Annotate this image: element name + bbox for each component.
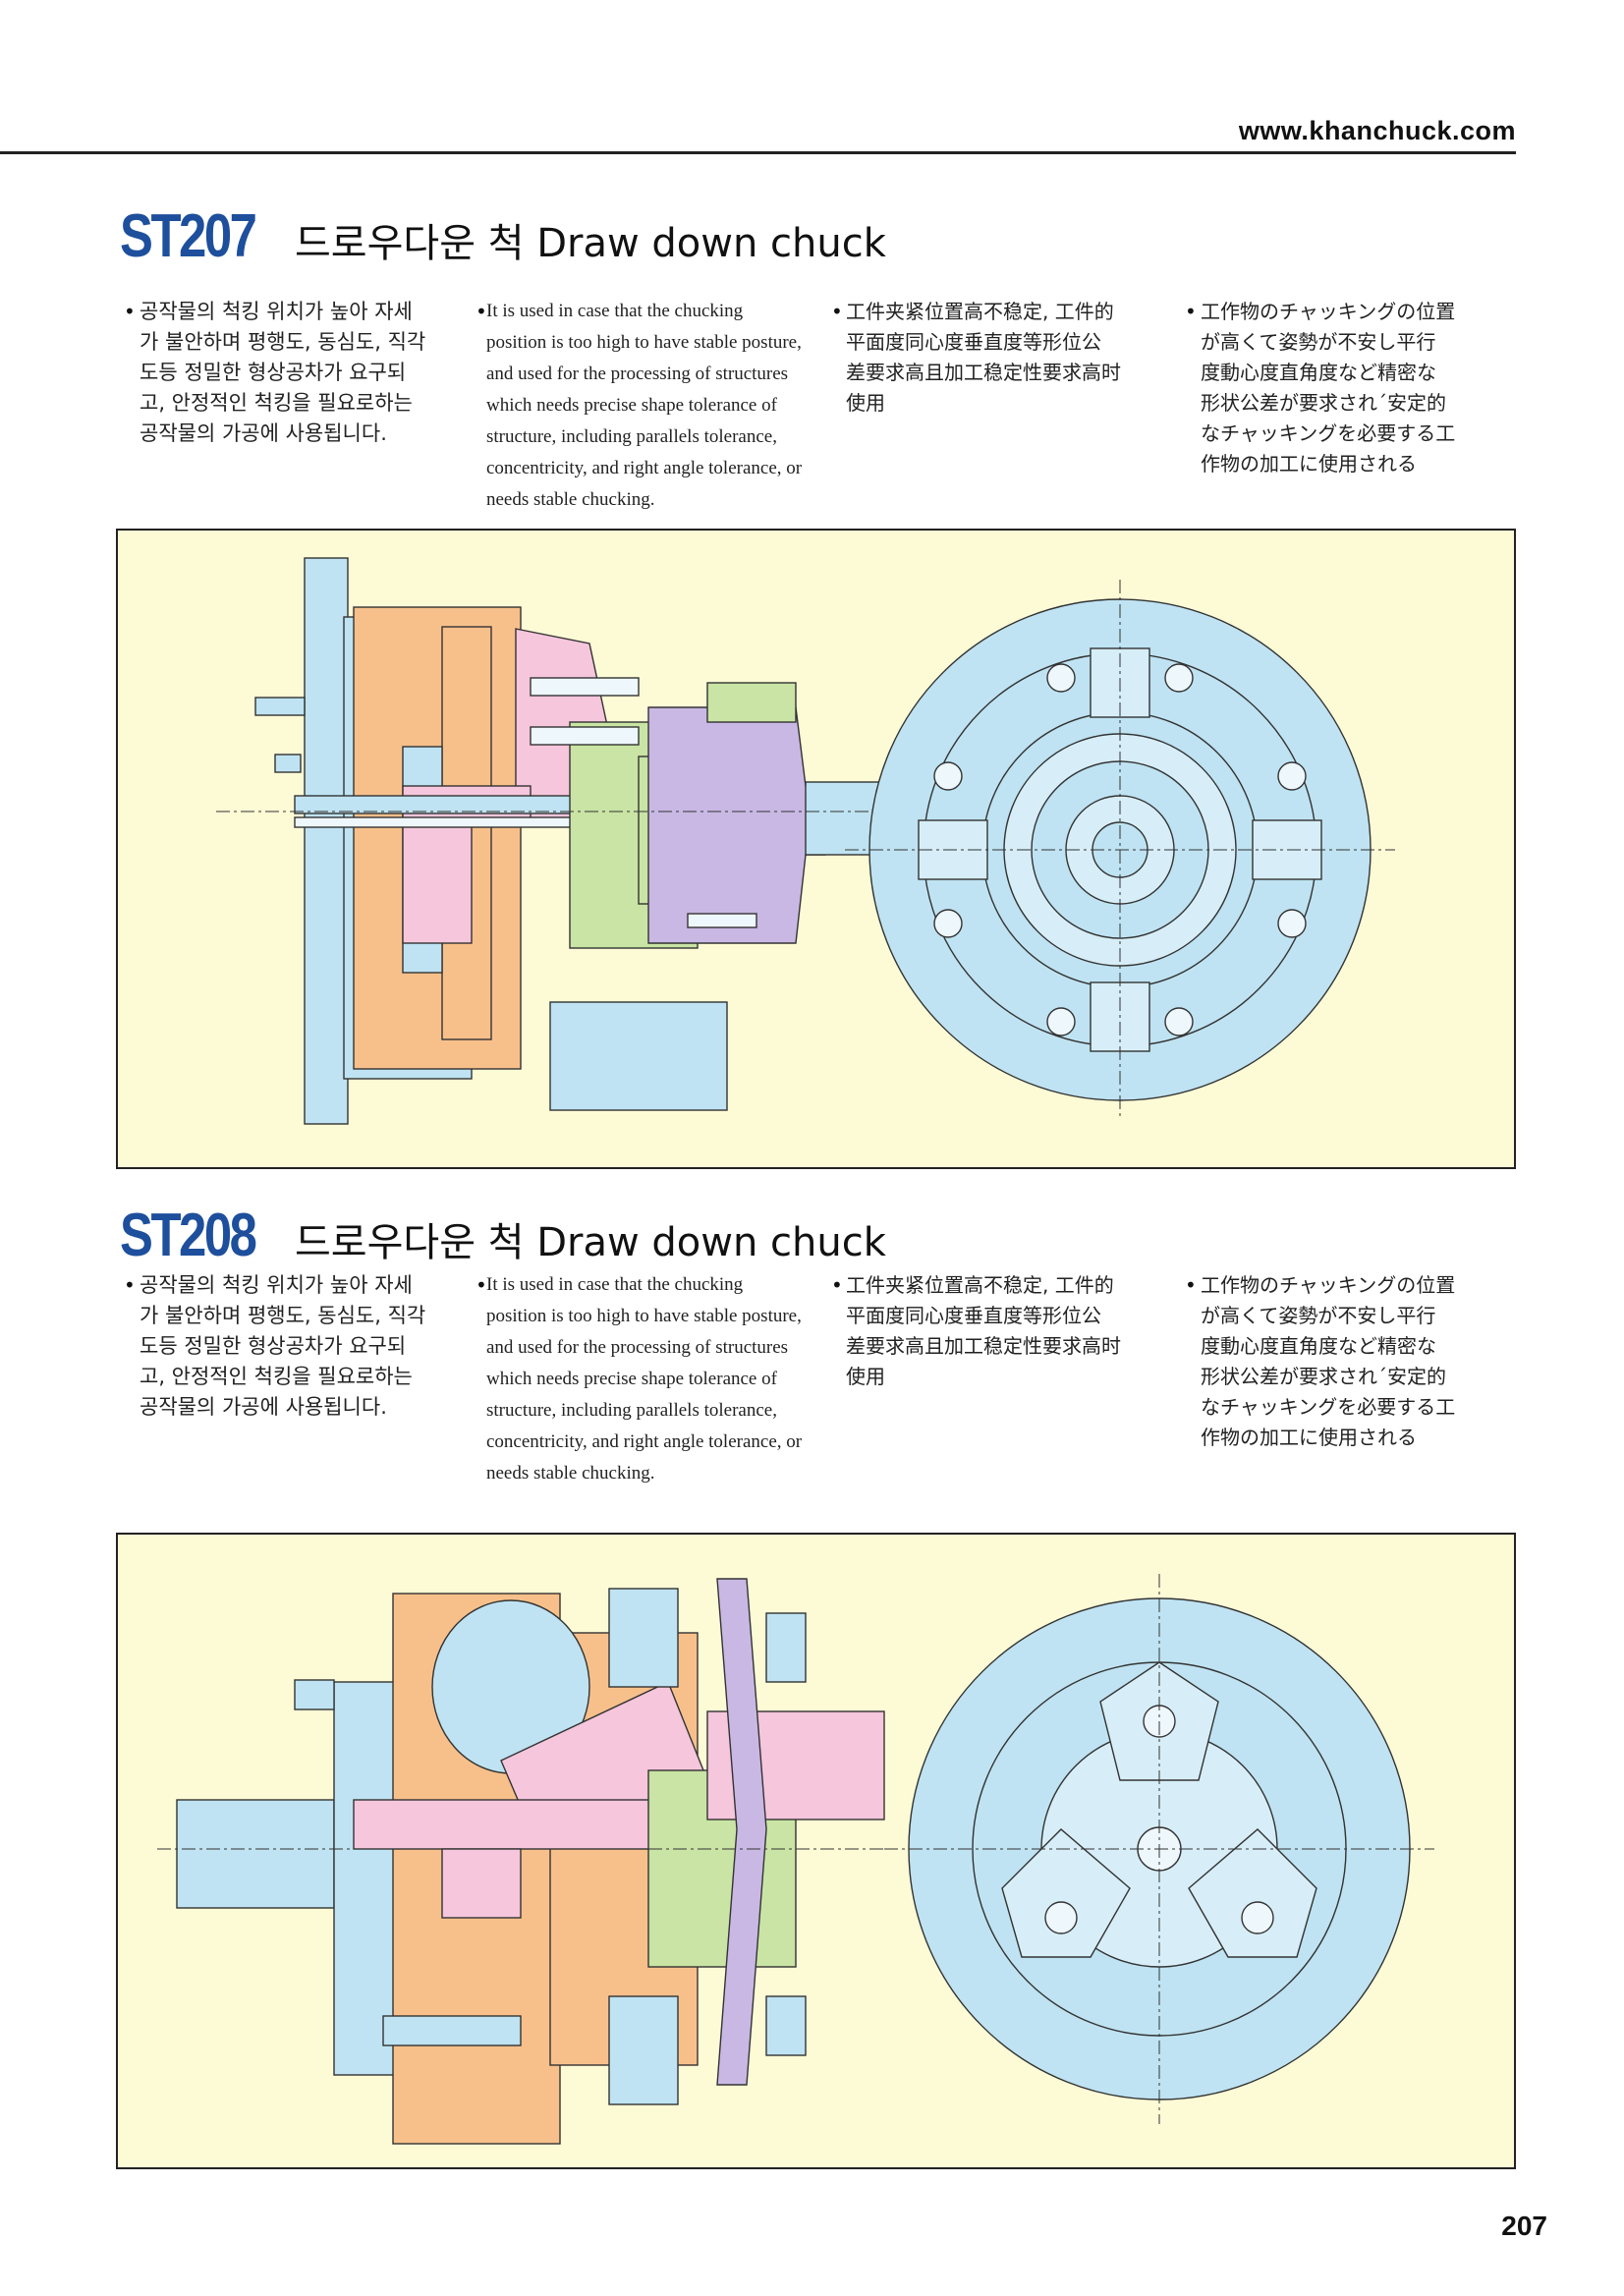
- bullet-icon: •: [1185, 1273, 1197, 1297]
- section-view: [157, 1578, 885, 2145]
- description-japanese: 工作物のチャッキングの位置 が高くて姿勢が不安し平行 度動心度直角度など精密な …: [1201, 300, 1456, 476]
- website-url[interactable]: www.khanchuck.com: [1238, 116, 1516, 145]
- section-view: [216, 557, 904, 1125]
- header-rule: [0, 151, 1516, 154]
- chuck-drawing-svg: [216, 557, 1395, 1125]
- front-view: [845, 580, 1395, 1120]
- description-korean: 공작물의 척킹 위치가 높아 자세 가 불안하며 평행도, 동심도, 직각 도등…: [140, 1273, 426, 1419]
- page-number: 207: [1501, 2211, 1547, 2241]
- product-title-st208: ST208 드로우다운 척 Draw down chuck: [120, 1201, 886, 1270]
- description-chinese: 工件夹紧位置高不稳定, 工件的 平面度同心度垂直度等形位公 差要求高且加工稳定性…: [846, 1273, 1121, 1388]
- product-code: ST207: [120, 202, 257, 270]
- front-view: [884, 1574, 1434, 2124]
- product-title-st207: ST207 드로우다운 척 Draw down chuck: [120, 201, 886, 271]
- chuck-drawing-svg: [157, 1574, 1434, 2145]
- product-name: 드로우다운 척 Draw down chuck: [295, 221, 886, 266]
- bullet-icon: •: [476, 300, 487, 323]
- product-code: ST208: [120, 1202, 257, 1269]
- bullet-icon: •: [831, 1273, 843, 1297]
- bullet-icon: •: [831, 300, 843, 323]
- description-korean: 공작물의 척킹 위치가 높아 자세 가 불안하며 평행도, 동심도, 직각 도등…: [140, 300, 426, 445]
- bullet-icon: •: [476, 1273, 487, 1297]
- technical-drawing-st208: [116, 1533, 1516, 2169]
- bullet-icon: •: [124, 1273, 136, 1297]
- description-chinese: 工件夹紧位置高不稳定, 工件的 平面度同心度垂直度等形位公 差要求高且加工稳定性…: [846, 300, 1121, 415]
- product-name: 드로우다운 척 Draw down chuck: [295, 1220, 886, 1265]
- description-english: It is used in case that the chucking pos…: [486, 301, 803, 510]
- description-english: It is used in case that the chucking pos…: [486, 1274, 803, 1484]
- bullet-icon: •: [1185, 300, 1197, 323]
- technical-drawing-st207: [116, 529, 1516, 1169]
- description-japanese: 工作物のチャッキングの位置 が高くて姿勢が不安し平行 度動心度直角度など精密な …: [1201, 1273, 1456, 1449]
- bullet-icon: •: [124, 300, 136, 323]
